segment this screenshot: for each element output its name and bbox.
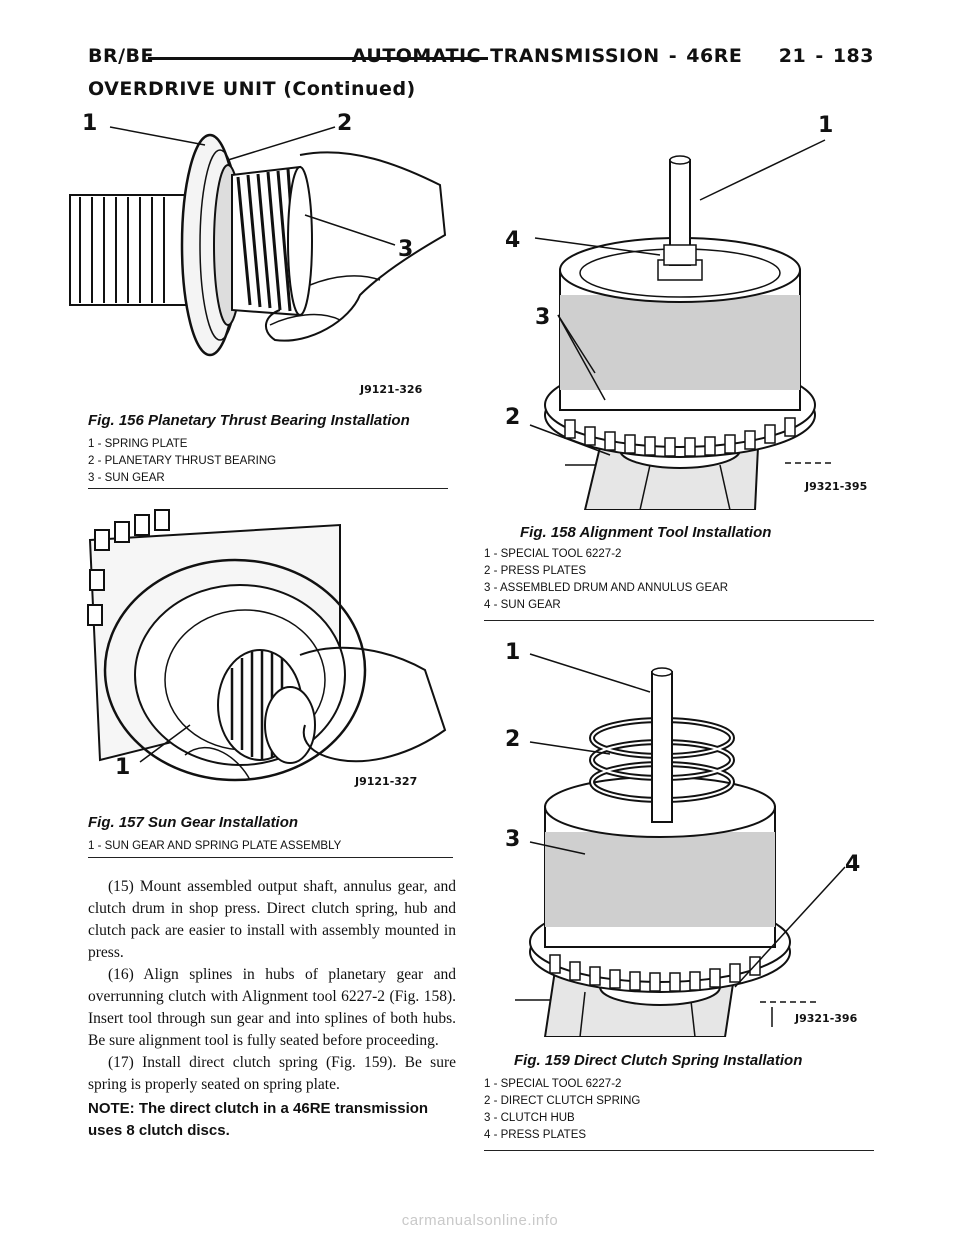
fig159-legend-1: 1 - SPECIAL TOOL 6227-2 bbox=[484, 1078, 622, 1090]
fig159-legend-4: 4 - PRESS PLATES bbox=[484, 1129, 587, 1141]
fig158-title: Fig. 158 Alignment Tool Installation bbox=[520, 524, 772, 541]
fig158-legend-3: 3 - ASSEMBLED DRUM AND ANNULUS GEAR bbox=[484, 582, 729, 594]
fig156-legend-2: 2 - PLANETARY THRUST BEARING bbox=[88, 455, 277, 467]
fig157-callout-1: 1 bbox=[115, 755, 131, 780]
figure-159-illustration: 1 2 3 4 J9321-396 bbox=[490, 632, 880, 1037]
body-text: (15) Mount assembled output shaft, annul… bbox=[88, 876, 456, 1096]
header-right: AUTOMATIC TRANSMISSION - 46RE 21 - 183 bbox=[351, 45, 874, 67]
watermark: carmanualsonline.info bbox=[401, 1212, 559, 1229]
fig158-callout-4: 4 bbox=[505, 228, 521, 253]
fig157-rule bbox=[88, 857, 453, 858]
fig156-callout-2: 2 bbox=[337, 111, 353, 136]
fig159-callout-1: 1 bbox=[505, 640, 521, 665]
fig157-title: Fig. 157 Sun Gear Installation bbox=[88, 814, 299, 831]
fig158-legend-2: 2 - PRESS PLATES bbox=[484, 565, 587, 577]
fig156-legend-3: 3 - SUN GEAR bbox=[88, 472, 165, 484]
fig157-legend-1: 1 - SUN GEAR AND SPRING PLATE ASSEMBLY bbox=[88, 840, 342, 852]
fig158-callout-1: 1 bbox=[818, 113, 834, 138]
fig159-legend-2: 2 - DIRECT CLUTCH SPRING bbox=[484, 1095, 641, 1107]
fig159-legend-3: 3 - CLUTCH HUB bbox=[484, 1112, 575, 1124]
fig156-title: Fig. 156 Planetary Thrust Bearing Instal… bbox=[88, 412, 410, 429]
fig156-rule bbox=[88, 488, 448, 489]
fig159-title: Fig. 159 Direct Clutch Spring Installati… bbox=[514, 1052, 803, 1069]
fig158-legend: 1 - SPECIAL TOOL 6227-2 2 - PRESS PLATES… bbox=[484, 546, 728, 614]
figure-158-illustration: 1 4 3 2 J9321-395 bbox=[490, 105, 880, 510]
section-title: OVERDRIVE UNIT (Continued) bbox=[88, 78, 416, 100]
fig157-legend: 1 - SUN GEAR AND SPRING PLATE ASSEMBLY bbox=[88, 838, 341, 855]
figure-157-illustration: 1 J9121-327 bbox=[60, 500, 455, 800]
fig156-callout-3: 3 bbox=[398, 237, 414, 262]
fig159-callout-3: 3 bbox=[505, 827, 521, 852]
fig156-callout-1: 1 bbox=[82, 111, 98, 136]
step-17: (17) Install direct clutch spring (Fig. … bbox=[88, 1054, 456, 1093]
fig158-code: J9321-395 bbox=[805, 480, 868, 493]
fig158-callout-2: 2 bbox=[505, 405, 521, 430]
fig159-legend: 1 - SPECIAL TOOL 6227-2 2 - DIRECT CLUTC… bbox=[484, 1076, 640, 1144]
fig158-callout-3: 3 bbox=[535, 305, 551, 330]
figure-156-illustration: 1 2 3 J9121-326 bbox=[60, 105, 450, 405]
fig159-rule bbox=[484, 1150, 874, 1151]
fig156-legend: 1 - SPRING PLATE 2 - PLANETARY THRUST BE… bbox=[88, 436, 276, 487]
fig158-legend-1: 1 - SPECIAL TOOL 6227-2 bbox=[484, 548, 622, 560]
fig158-rule bbox=[484, 620, 874, 621]
fig159-code: J9321-396 bbox=[795, 1012, 858, 1025]
note-text: NOTE: The direct clutch in a 46RE transm… bbox=[88, 1100, 429, 1139]
fig156-code: J9121-326 bbox=[360, 383, 423, 396]
step-16: (16) Align splines in hubs of planetary … bbox=[88, 966, 456, 1049]
fig159-callout-4: 4 bbox=[845, 852, 861, 877]
header-left: BR/BE bbox=[88, 45, 155, 67]
fig159-callout-2: 2 bbox=[505, 727, 521, 752]
step-15: (15) Mount assembled output shaft, annul… bbox=[88, 878, 456, 961]
fig157-code: J9121-327 bbox=[355, 775, 418, 788]
fig158-legend-4: 4 - SUN GEAR bbox=[484, 599, 561, 611]
fig156-legend-1: 1 - SPRING PLATE bbox=[88, 438, 188, 450]
header-rule bbox=[148, 57, 488, 60]
